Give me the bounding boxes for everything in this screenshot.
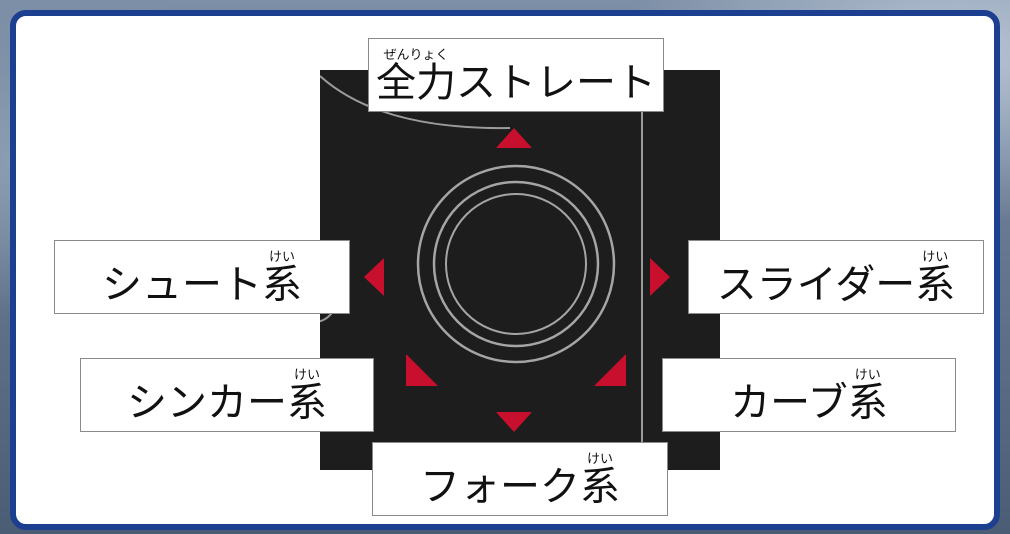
ruby-kei: けい bbox=[293, 368, 321, 383]
label-slider-text: スライダー bbox=[716, 262, 916, 308]
arrow-down-icon bbox=[496, 412, 532, 432]
label-sinker-type: シンカーけい系 bbox=[80, 358, 374, 432]
label-curve-kanji: 系 bbox=[847, 380, 888, 426]
label-curve-type: カーブけい系 bbox=[662, 358, 956, 432]
label-full-straight-text: ストレート bbox=[456, 60, 656, 106]
ruby-kei: けい bbox=[922, 250, 949, 265]
ruby-kei: けい bbox=[268, 250, 296, 265]
pitch-direction-panel: ぜんりょく全力ストレート シュートけい系 スライダーけい系 シンカーけい系 カー… bbox=[10, 10, 1000, 530]
ruby-zenryoku: ぜんりょく bbox=[383, 48, 449, 63]
arrow-left-icon bbox=[364, 258, 384, 296]
label-slider-kanji: 系 bbox=[915, 262, 956, 308]
label-fork-text: フォーク bbox=[420, 464, 580, 510]
arrow-up-icon bbox=[496, 128, 532, 148]
label-curve-text: カーブ bbox=[730, 380, 848, 426]
arrow-right-icon bbox=[650, 258, 670, 296]
label-sinker-kanji: 系 bbox=[287, 380, 327, 426]
label-slider-type: スライダーけい系 bbox=[688, 240, 984, 314]
label-full-straight-kanji: 全力 bbox=[376, 60, 456, 106]
label-shoot-text: シュート bbox=[102, 262, 262, 308]
label-shoot-type: シュートけい系 bbox=[54, 240, 350, 314]
label-sinker-text: シンカー bbox=[127, 380, 287, 426]
label-full-straight: ぜんりょく全力ストレート bbox=[368, 38, 664, 112]
arrow-down-left-icon bbox=[406, 354, 438, 386]
arrow-down-right-icon bbox=[594, 354, 626, 386]
label-shoot-kanji: 系 bbox=[262, 262, 302, 308]
ruby-kei: けい bbox=[854, 368, 881, 383]
label-fork-type: フォークけい系 bbox=[372, 442, 668, 516]
ruby-kei: けい bbox=[586, 452, 614, 467]
label-fork-kanji: 系 bbox=[580, 464, 620, 510]
